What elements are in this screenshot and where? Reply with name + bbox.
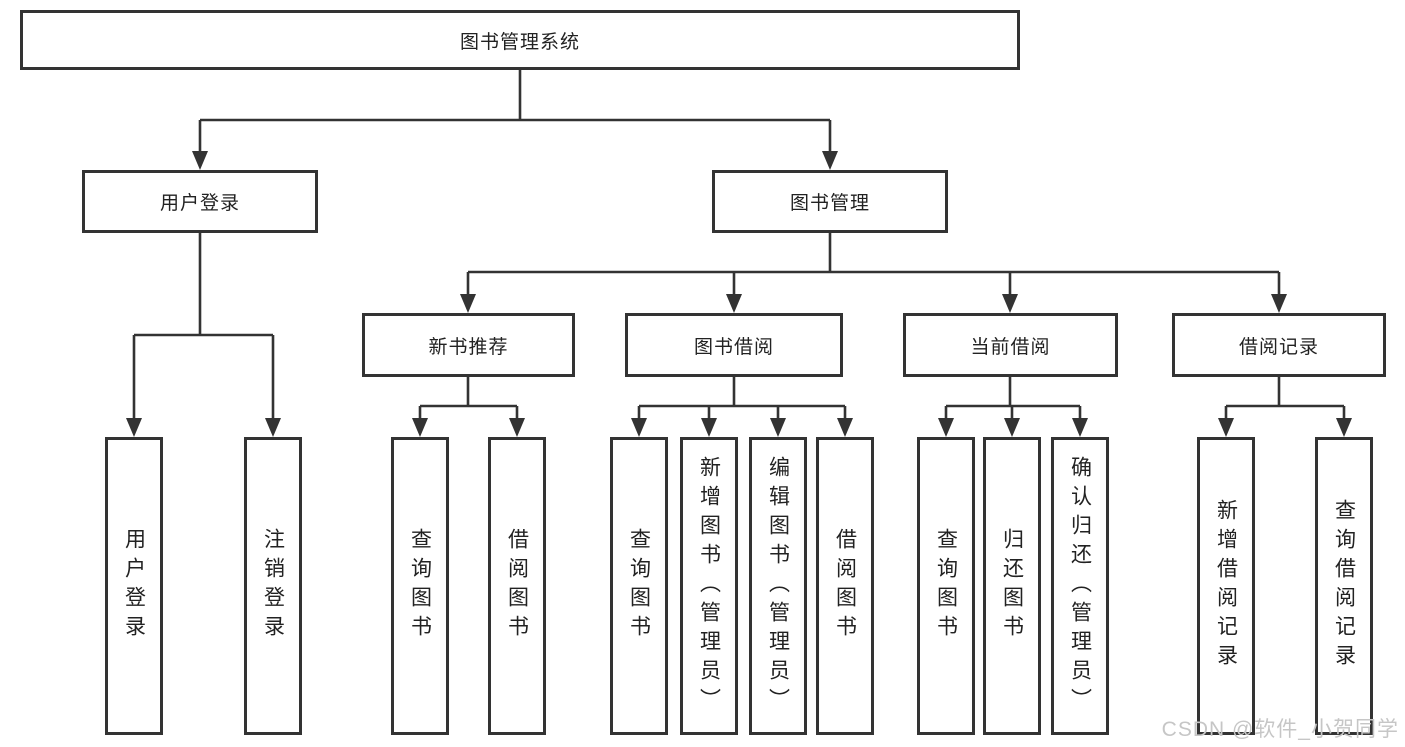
leaf-add-books-admin: 新增图书（管理员） <box>680 437 738 735</box>
leaf-user-login: 用户登录 <box>105 437 163 735</box>
leaf-edit-books-admin-label: 编辑图书（管理员） <box>766 455 790 717</box>
leaf-borrow-books-recommend: 借阅图书 <box>488 437 546 735</box>
leaf-query-books-borrowing-label: 查询图书 <box>627 528 651 644</box>
leaf-query-books-borrowing: 查询图书 <box>610 437 668 735</box>
node-book-management: 图书管理 <box>712 170 948 233</box>
leaf-edit-books-admin: 编辑图书（管理员） <box>749 437 807 735</box>
leaf-add-books-admin-label: 新增图书（管理员） <box>697 455 721 717</box>
node-book-borrowing: 图书借阅 <box>625 313 843 377</box>
node-new-book-recommend: 新书推荐 <box>362 313 575 377</box>
node-book-borrowing-label: 图书借阅 <box>693 336 774 358</box>
leaf-logout-label: 注销登录 <box>261 528 285 644</box>
node-root: 图书管理系统 <box>20 10 1020 70</box>
node-root-label: 图书管理系统 <box>459 31 580 53</box>
leaf-borrow-books-borrowing: 借阅图书 <box>816 437 874 735</box>
leaf-query-books-current-label: 查询图书 <box>934 528 958 644</box>
leaf-borrow-books-recommend-label: 借阅图书 <box>505 528 529 644</box>
leaf-query-books-current: 查询图书 <box>917 437 975 735</box>
leaf-query-borrow-record: 查询借阅记录 <box>1315 437 1373 735</box>
leaf-query-books-recommend-label: 查询图书 <box>408 528 432 644</box>
leaf-add-borrow-record-label: 新增借阅记录 <box>1214 499 1238 673</box>
node-new-book-recommend-label: 新书推荐 <box>428 336 509 358</box>
leaf-confirm-return-admin-label: 确认归还（管理员） <box>1068 455 1092 717</box>
leaf-user-login-label: 用户登录 <box>122 528 146 644</box>
leaf-return-books: 归还图书 <box>983 437 1041 735</box>
node-book-management-label: 图书管理 <box>789 193 870 214</box>
leaf-add-borrow-record: 新增借阅记录 <box>1197 437 1255 735</box>
leaf-query-borrow-record-label: 查询借阅记录 <box>1332 499 1356 673</box>
watermark: CSDN @软件_小贺同学 <box>1161 718 1399 741</box>
leaf-borrow-books-borrowing-label: 借阅图书 <box>833 528 857 644</box>
leaf-confirm-return-admin: 确认归还（管理员） <box>1051 437 1109 735</box>
leaf-logout: 注销登录 <box>244 437 302 735</box>
node-user-login: 用户登录 <box>82 170 318 233</box>
leaf-query-books-recommend: 查询图书 <box>391 437 449 735</box>
leaf-return-books-label: 归还图书 <box>1000 528 1024 644</box>
node-user-login-label: 用户登录 <box>159 193 240 214</box>
node-borrow-records: 借阅记录 <box>1172 313 1386 377</box>
node-current-borrowing: 当前借阅 <box>903 313 1118 377</box>
node-borrow-records-label: 借阅记录 <box>1238 336 1319 358</box>
node-current-borrowing-label: 当前借阅 <box>970 336 1051 358</box>
